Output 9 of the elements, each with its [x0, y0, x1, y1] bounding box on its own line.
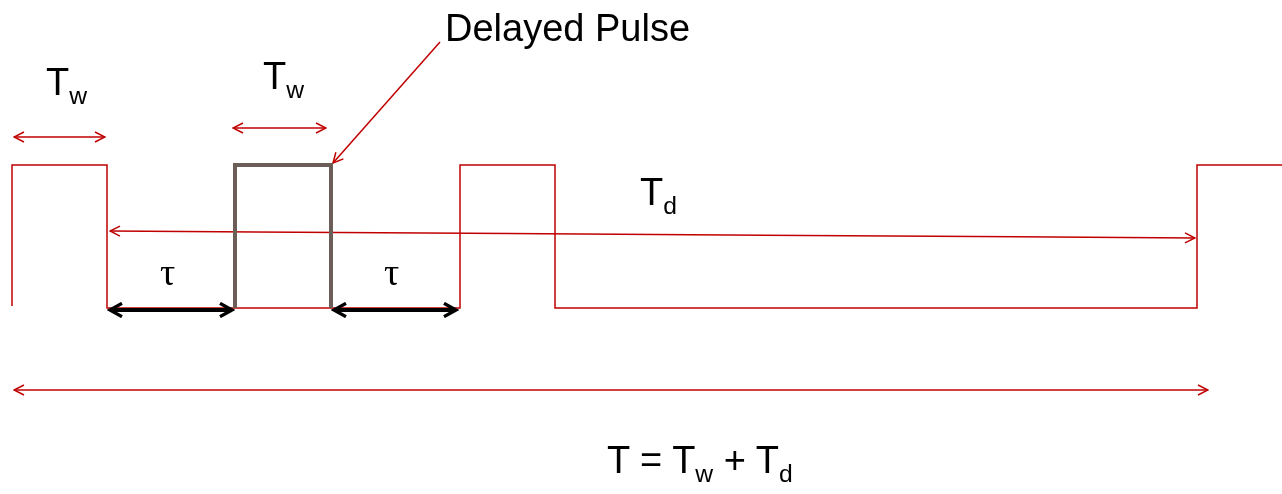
formula-label: T = T$_{w}$ + T$_{d}$ [607, 440, 793, 487]
dimension-label: τ [160, 252, 176, 294]
callout-text: Delayed Pulse [445, 8, 691, 50]
dimension-label: T$_{w}$ [263, 56, 305, 103]
delayed-pulse-outline [233, 163, 333, 308]
leader-line [332, 41, 441, 164]
dimension-label: τ [384, 252, 400, 294]
dimension-label: T$_{w}$ [46, 62, 88, 109]
dimension-label: T$_{d}$ [640, 172, 677, 219]
